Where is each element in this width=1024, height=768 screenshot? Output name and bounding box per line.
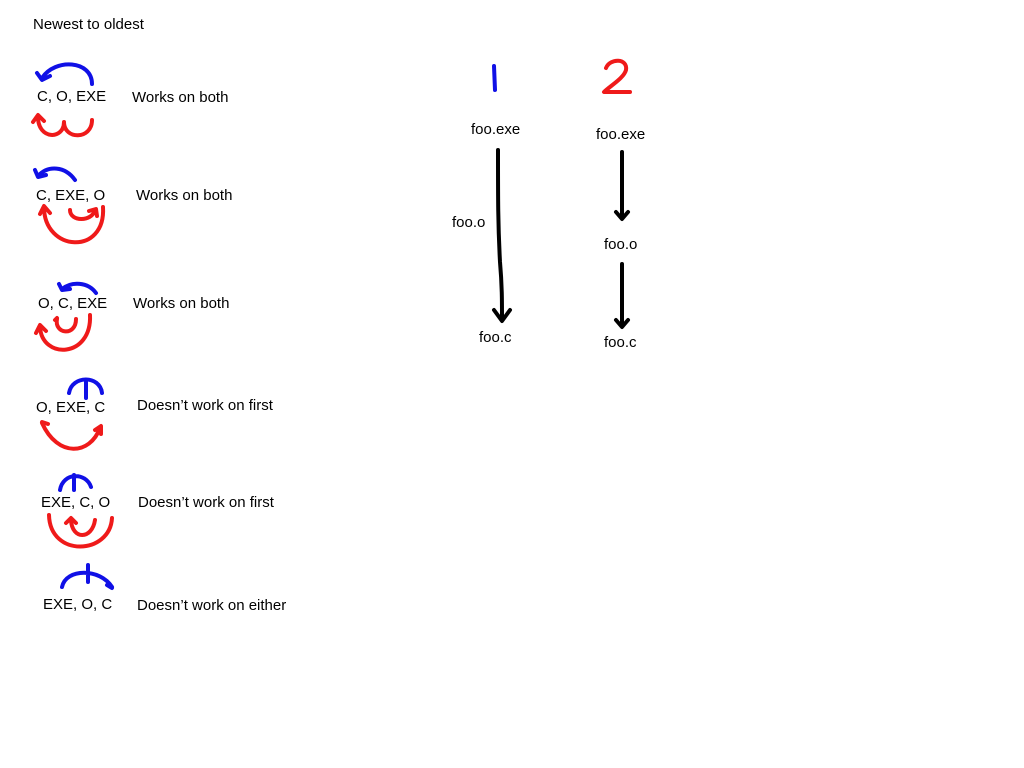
graph-1-edge	[492, 148, 512, 323]
ordering-4-sequence: O, EXE, C	[36, 399, 106, 416]
ordering-3-sequence: O, C, EXE	[38, 295, 108, 312]
graph-2-edge-o-to-c	[614, 262, 630, 329]
blue-arrow-row-2	[33, 166, 77, 182]
blue-arrow-row-6	[60, 563, 114, 590]
graph-2-number: 2	[600, 58, 601, 59]
ordering-2-sequence: C, EXE, O	[36, 187, 106, 204]
ordering-2-result: Works on both	[136, 187, 233, 204]
red-arrows-row-2	[38, 204, 106, 245]
red-arrows-row-3	[34, 313, 93, 352]
graph-1-number-glyph	[492, 64, 497, 92]
graph-2-node-exe: foo.exe	[596, 126, 646, 143]
graph-2-node-c: foo.c	[604, 334, 637, 351]
ordering-3-result: Works on both	[133, 295, 230, 312]
ordering-5-sequence: EXE, C, O	[41, 494, 111, 511]
graph-2-edge-exe-to-o	[614, 150, 630, 221]
blue-arrow-row-4	[67, 377, 104, 400]
graph-1-number: 1	[486, 58, 487, 59]
ordering-1-sequence: C, O, EXE	[37, 88, 107, 105]
graph-2-number-glyph	[602, 58, 632, 94]
graph-1-edge-label: foo.o	[452, 214, 486, 231]
blue-arrow-row-3	[57, 281, 98, 295]
ordering-6-result: Doesn’t work on either	[137, 597, 287, 614]
ordering-6-sequence: EXE, O, C	[43, 596, 113, 613]
graph-2-node-o: foo.o	[604, 236, 638, 253]
blue-arrow-row-1	[35, 62, 94, 86]
heading: Newest to oldest	[33, 16, 144, 33]
ordering-5-result: Doesn’t work on first	[138, 494, 274, 511]
ordering-1-result: Works on both	[132, 89, 229, 106]
red-arrows-row-1	[31, 113, 94, 138]
red-arrows-row-5	[47, 513, 114, 549]
ordering-4-result: Doesn’t work on first	[137, 397, 273, 414]
blue-arrow-row-5	[58, 473, 93, 492]
graph-1-node-exe: foo.exe	[471, 121, 521, 138]
red-arrows-row-4	[40, 420, 103, 451]
graph-1-node-c: foo.c	[479, 329, 512, 346]
